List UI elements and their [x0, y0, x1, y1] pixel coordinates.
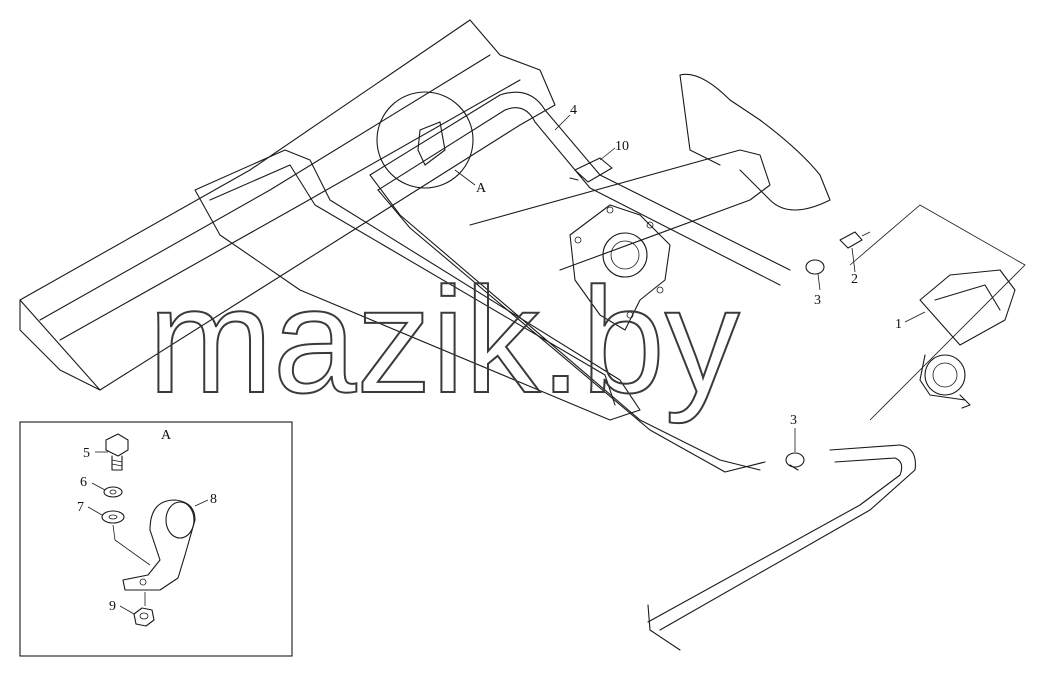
callout-3-lower: 3: [790, 413, 797, 428]
clamp-10: [569, 157, 613, 183]
heater-unit: [849, 204, 1026, 421]
nut-9: [133, 607, 155, 627]
body-outline: [679, 73, 831, 211]
axle-flange: [469, 149, 771, 331]
detail-a-label: A: [476, 181, 487, 196]
pipe-4: [369, 91, 791, 473]
callout-5: 5: [83, 446, 90, 461]
clamp-3-upper: [805, 259, 825, 275]
clamp-3-lower: [785, 452, 805, 471]
bracket-8: [122, 499, 196, 591]
callout-3-upper: 3: [814, 293, 821, 308]
callout-8: 8: [210, 492, 217, 507]
inset-title: A: [161, 428, 172, 443]
fitting-2: [839, 231, 871, 249]
watermark: mazik.by: [148, 256, 740, 424]
inset-detail-a: A 5 6 7 8: [19, 421, 293, 657]
callout-7: 7: [77, 500, 84, 515]
callout-6: 6: [80, 475, 87, 490]
callout-2: 2: [851, 272, 858, 287]
detail-a-circle: [376, 91, 476, 189]
washer-6: [103, 486, 123, 498]
callout-4: 4: [570, 103, 577, 118]
tank-plate: [194, 149, 641, 421]
callout-9: 9: [109, 599, 116, 614]
callout-10: 10: [615, 139, 629, 154]
leader-lines: [554, 114, 926, 452]
frame-rail: [19, 19, 556, 391]
bolt-5: [105, 433, 129, 471]
washer-7: [101, 510, 125, 524]
callout-1: 1: [895, 317, 902, 332]
hose-lower: [647, 444, 916, 651]
